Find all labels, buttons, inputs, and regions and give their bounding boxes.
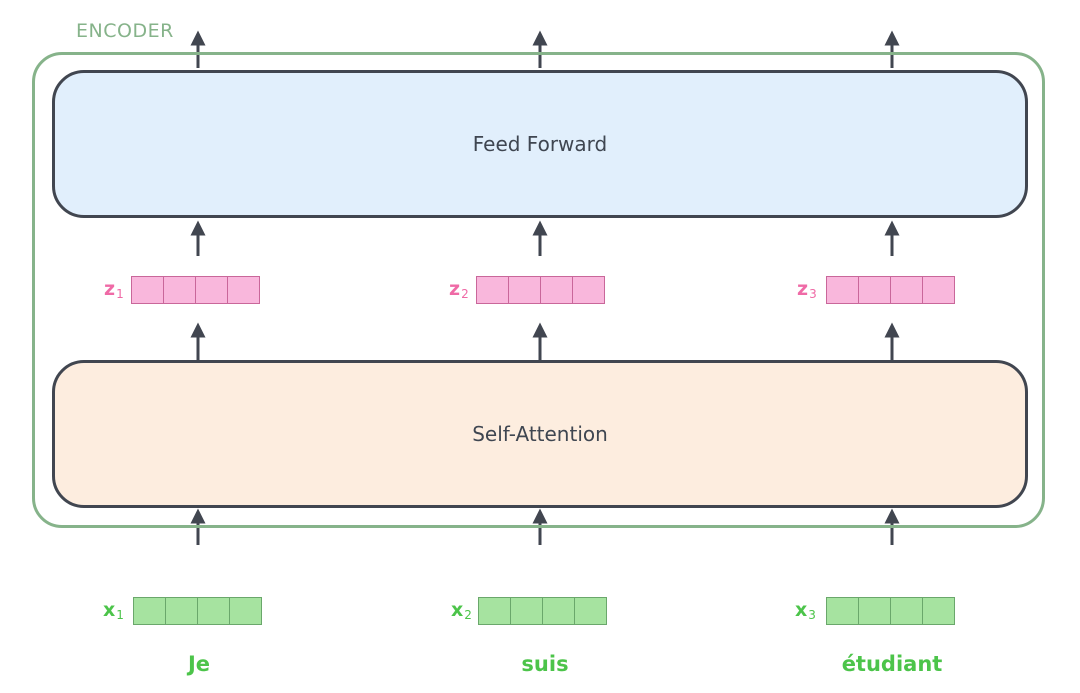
vector-cell bbox=[476, 276, 509, 304]
vector-cell bbox=[227, 276, 260, 304]
x-vector-1 bbox=[133, 597, 262, 625]
z-label-2: z2 bbox=[449, 278, 469, 301]
vector-cell bbox=[890, 276, 923, 304]
vector-cell bbox=[826, 597, 859, 625]
x-label-1: x1 bbox=[103, 599, 124, 622]
vector-cell bbox=[508, 276, 541, 304]
vector-cell bbox=[540, 276, 573, 304]
x-label-3: x3 bbox=[795, 599, 816, 622]
vector-cell bbox=[197, 597, 230, 625]
vector-cell bbox=[165, 597, 198, 625]
z-vector-3 bbox=[826, 276, 955, 304]
vector-cell bbox=[131, 276, 164, 304]
vector-cell bbox=[922, 597, 955, 625]
vector-cell bbox=[572, 276, 605, 304]
vector-cell bbox=[478, 597, 511, 625]
feed-forward-layer: Feed Forward bbox=[52, 70, 1028, 218]
vector-cell bbox=[858, 597, 891, 625]
z-vector-2 bbox=[476, 276, 605, 304]
z-label-3: z3 bbox=[797, 278, 817, 301]
encoder-label: ENCODER bbox=[74, 20, 176, 42]
z-label-1: z1 bbox=[104, 278, 124, 301]
vector-cell bbox=[133, 597, 166, 625]
vector-cell bbox=[510, 597, 543, 625]
input-word-1: Je bbox=[187, 652, 211, 676]
input-word-2: suis bbox=[521, 652, 569, 676]
z-vector-1 bbox=[131, 276, 260, 304]
vector-cell bbox=[858, 276, 891, 304]
vector-cell bbox=[922, 276, 955, 304]
vector-cell bbox=[574, 597, 607, 625]
x-label-2: x2 bbox=[451, 599, 472, 622]
vector-cell bbox=[890, 597, 923, 625]
self-attention-layer: Self-Attention bbox=[52, 360, 1028, 508]
vector-cell bbox=[163, 276, 196, 304]
encoder-box bbox=[32, 52, 1045, 528]
feed-forward-label: Feed Forward bbox=[472, 132, 608, 156]
x-vector-2 bbox=[478, 597, 607, 625]
vector-cell bbox=[542, 597, 575, 625]
x-vector-3 bbox=[826, 597, 955, 625]
vector-cell bbox=[229, 597, 262, 625]
self-attention-label: Self-Attention bbox=[472, 422, 608, 446]
vector-cell bbox=[195, 276, 228, 304]
input-word-3: étudiant bbox=[841, 652, 943, 676]
vector-cell bbox=[826, 276, 859, 304]
